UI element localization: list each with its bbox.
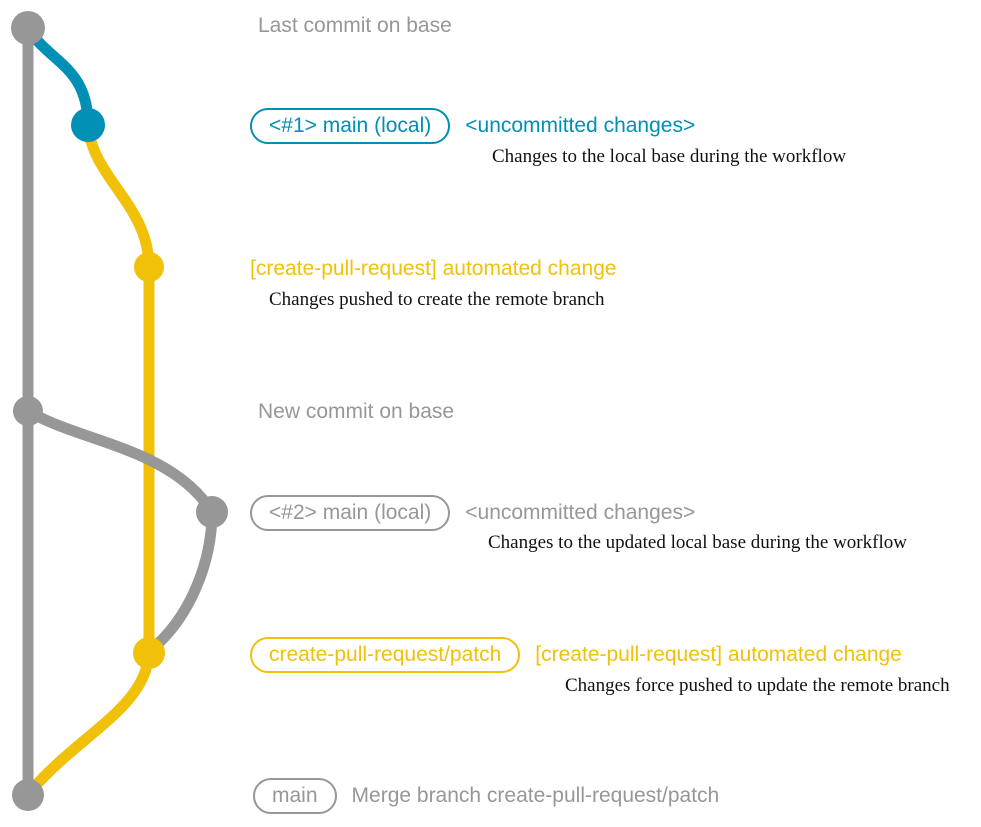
row-patch-commit: create-pull-request/patch [create-pull-r… [250,636,902,674]
commit-dot-local-2 [196,496,228,528]
note-local-changes-1: Changes to the local base during the wor… [492,146,847,167]
commit-message-automated-change-1: [create-pull-request] automated change [250,257,617,280]
commit-dot-patch-force [133,637,165,669]
commit-dot-local-1 [71,108,105,142]
branch-badge-main-local-2: <#2> main (local) [250,495,451,531]
branch-badge-main-local-1: <#1> main (local) [250,108,451,144]
patch-branch-line [82,119,155,659]
local-main-branch-curve-2 [22,405,218,655]
commit-message-automated-change-2: [create-pull-request] automated change [535,643,902,666]
row-local-commit-1: <#1> main (local) <uncommitted changes> [250,107,695,145]
branch-badge-patch: create-pull-request/patch [250,637,521,673]
commit-message-uncommitted-2: <uncommitted changes> [465,501,696,524]
caption-last-commit-on-base: Last commit on base [258,14,452,37]
caption-new-commit-on-base: New commit on base [258,400,455,423]
row-merge-commit: main Merge branch create-pull-request/pa… [253,777,719,815]
commit-dot-last-base [11,11,45,45]
local-main-branch-curve-1 [22,22,94,131]
note-local-changes-2: Changes to the updated local base during… [488,532,907,553]
note-changes-force-pushed: Changes force pushed to update the remot… [565,675,950,696]
row-local-commit-2: <#2> main (local) <uncommitted changes> [250,494,695,532]
commit-dot-patch-push [134,252,164,282]
note-changes-pushed: Changes pushed to create the remote bran… [269,289,605,310]
branch-badge-main: main [253,778,337,814]
patch-merge-curve [24,647,155,798]
commit-dot-new-base [13,396,43,426]
commit-message-merge: Merge branch create-pull-request/patch [351,784,720,807]
commit-message-uncommitted-1: <uncommitted changes> [465,114,696,137]
commit-dot-merge [12,779,44,811]
